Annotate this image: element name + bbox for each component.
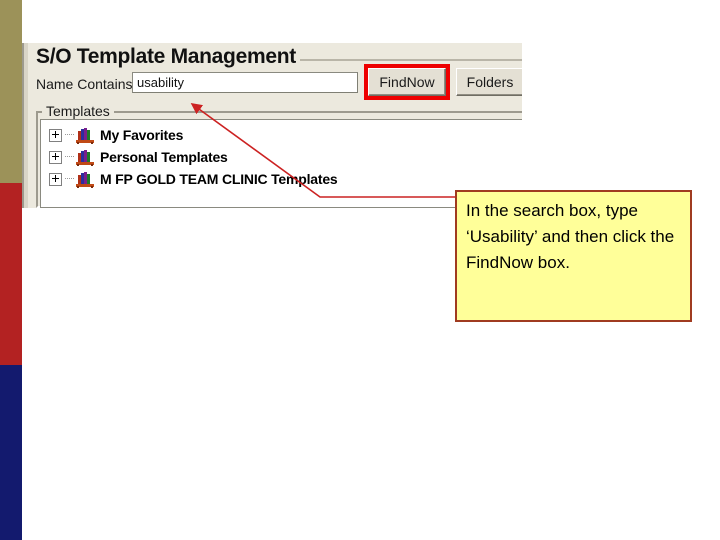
tree-item-label: Personal Templates (100, 149, 228, 165)
templates-tree[interactable]: My Favorites Personal Templates (40, 119, 522, 208)
instruction-callout-text: In the search box, type ‘Usability’ and … (466, 201, 675, 272)
page-title: S/O Template Management (36, 45, 296, 68)
instruction-callout: In the search box, type ‘Usability’ and … (455, 190, 692, 322)
title-divider (300, 59, 522, 61)
name-contains-label: Name Contains: (36, 76, 137, 92)
name-contains-value: usability (137, 75, 184, 90)
tree-item-my-favorites[interactable]: My Favorites (49, 124, 183, 146)
plus-icon[interactable] (49, 172, 62, 186)
plus-icon[interactable] (49, 150, 62, 164)
tree-connector-line (65, 178, 74, 180)
find-now-button[interactable]: FindNow (368, 68, 446, 96)
find-now-highlight-rectangle (364, 64, 450, 100)
tree-connector-line (65, 134, 74, 136)
stripe-segment-blue (0, 365, 22, 540)
folders-button[interactable]: Folders (456, 68, 522, 96)
tree-connector-line (65, 156, 74, 158)
tree-item-clinic-templates[interactable]: M FP GOLD TEAM CLINIC Templates (49, 168, 338, 190)
books-icon (76, 127, 94, 144)
templates-group-legend: Templates (42, 103, 114, 119)
books-icon (76, 171, 94, 188)
application-screenshot: S/O Template Management Name Contains: u… (22, 43, 522, 208)
dialog-frame: S/O Template Management Name Contains: u… (22, 43, 522, 208)
stripe-segment-khaki (0, 0, 22, 183)
tree-item-personal-templates[interactable]: Personal Templates (49, 146, 228, 168)
dialog-body: S/O Template Management Name Contains: u… (28, 43, 522, 208)
stripe-segment-red (0, 183, 22, 365)
name-contains-input[interactable]: usability (132, 72, 358, 93)
plus-icon[interactable] (49, 128, 62, 142)
books-icon (76, 149, 94, 166)
tree-item-label: My Favorites (100, 127, 184, 143)
tree-item-label: M FP GOLD TEAM CLINIC Templates (100, 171, 338, 187)
slide-side-stripe (0, 0, 22, 540)
